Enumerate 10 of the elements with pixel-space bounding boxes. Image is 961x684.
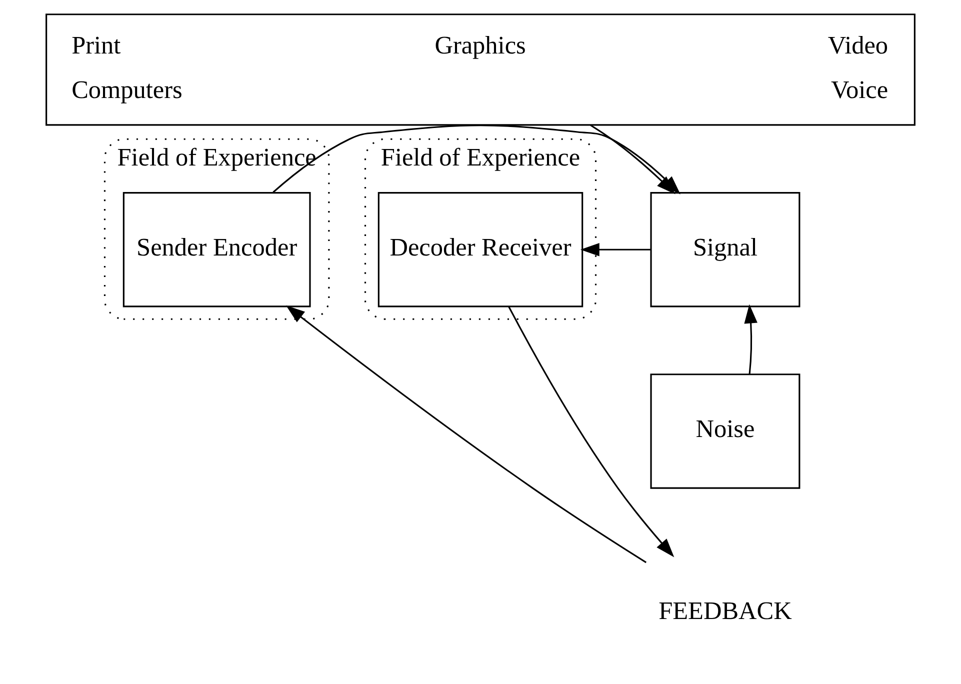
arrow [508, 306, 674, 558]
arrow [580, 243, 651, 256]
node-box: Print Graphics Video Computers Voice [46, 14, 916, 126]
node-box: Decoder Receiver [378, 192, 584, 308]
node-text: FEEDBACK [658, 596, 792, 625]
arrow [286, 305, 647, 564]
node-box: Sender Encoder [122, 192, 311, 308]
arrow [744, 304, 758, 374]
node-box: Noise [650, 374, 800, 489]
node-box: Signal [650, 192, 800, 308]
